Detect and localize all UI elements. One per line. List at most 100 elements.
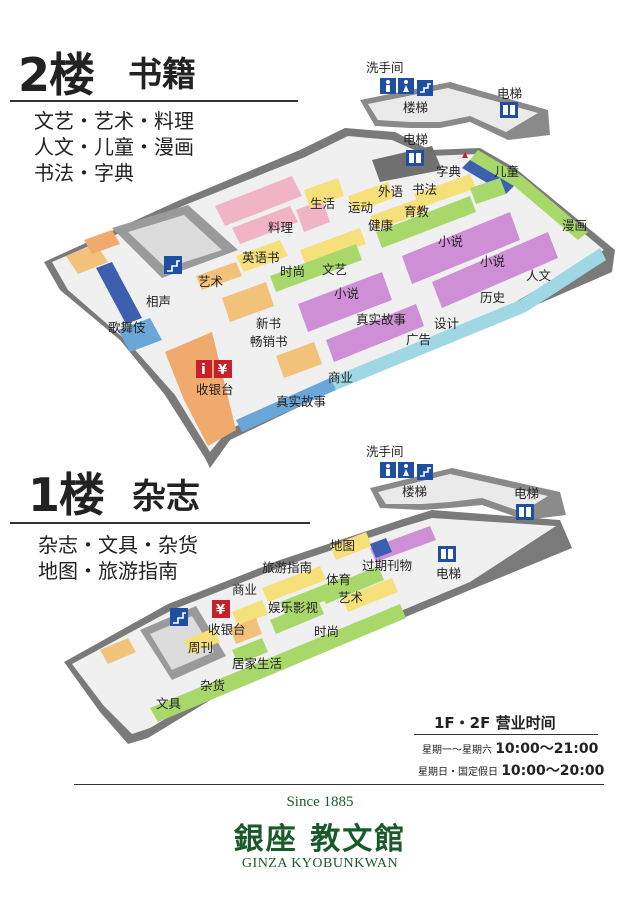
shelf-yellow-lit	[300, 228, 366, 266]
f2-label-literature: 文艺	[322, 262, 347, 277]
f1-label-back-issues: 过期刊物	[362, 558, 412, 573]
hours-rule	[414, 734, 598, 735]
f1-label-business: 商业	[232, 582, 257, 597]
floor1-genre-line-1: 杂志・文具・杂货	[38, 533, 198, 557]
shelf-purple-2	[402, 212, 520, 284]
f2-label-bestsellers: 畅销书	[250, 334, 288, 349]
shelf-yellow-english	[236, 240, 288, 272]
hours-block: 1F・2F 营业时间	[420, 712, 556, 733]
shelf-sand-3	[196, 262, 242, 290]
floor2-escalator-icon	[164, 256, 182, 274]
floor2-cashier-icon	[214, 360, 232, 378]
f1-shelf-yellow-3	[232, 600, 268, 626]
f1-label-sports: 体育	[326, 572, 351, 587]
f2-label-cashier-icon: ¥	[218, 363, 227, 378]
f1-shelf-yellow-4	[184, 628, 220, 654]
shelf-left-navy	[96, 262, 142, 324]
hours-title: 1F・2F 营业时间	[434, 714, 556, 732]
shelf-left-orange	[84, 230, 120, 254]
f2-label-fashion: 时尚	[280, 264, 305, 279]
floor1-cashier-icon	[212, 600, 230, 618]
floor1-genres: 杂志・文具・杂货 地图・旅游指南	[38, 532, 198, 584]
f2-label-humanities: 人文	[526, 268, 552, 283]
floor2-escalator-inner	[128, 215, 222, 268]
floor1-escalator-inner	[150, 616, 214, 670]
shelf-bottom-blue	[236, 378, 336, 432]
f2-label-design: 设计	[434, 316, 459, 331]
shelf-yellow-edu	[414, 174, 476, 208]
f2-label-nonfiction-2: 真实故事	[276, 394, 326, 409]
floor1-floor	[72, 518, 556, 734]
shelf-right-cyan	[520, 248, 606, 312]
floor2-stairs-sign-icon	[417, 80, 433, 96]
f1-label-cashier-icon: ¥	[216, 603, 225, 618]
brand-since: Since 1885	[286, 794, 354, 810]
floor2-core-floor	[368, 88, 538, 132]
f2-label-health: 健康	[368, 218, 394, 233]
floor2-restroom-icon	[380, 78, 414, 94]
floor2-number: 2楼	[18, 48, 95, 102]
shelf-yellow-health	[370, 198, 426, 230]
f2-label-novel-1: 小说	[438, 234, 463, 249]
f1-shelf-bottom-green	[150, 662, 268, 722]
f2-label-kabuki: 歌舞伎	[108, 320, 146, 335]
hours-weekday-row: 星期一～星期六 10:00～21:00	[422, 738, 598, 758]
floor2-genres: 文艺・艺术・料理 人文・儿童・漫画 书法・字典	[34, 108, 194, 186]
f1-shelf-green-4	[232, 638, 268, 664]
f2-label-stairs: 楼梯	[403, 100, 428, 115]
shelf-purple-1	[298, 272, 392, 332]
floor2-genre-line-2: 人文・儿童・漫画	[34, 135, 194, 159]
floor2-category: 书籍	[128, 55, 196, 95]
f1-label-weekly: 周刊	[188, 640, 213, 655]
shelf-green-1	[270, 244, 362, 292]
f1-shelf-left-sand	[100, 638, 136, 664]
floor1-elevator-right-icon	[516, 504, 534, 520]
hours-weekday-label: 星期一～星期六	[422, 745, 492, 756]
shelf-pink-3	[296, 200, 330, 232]
f1-shelf-green-2	[320, 566, 384, 604]
floor2-info-icon	[196, 360, 212, 378]
f2-label-elevator-mid: 电梯	[403, 132, 428, 147]
shelf-pink-1	[215, 176, 302, 226]
f2-label-history: 历史	[480, 290, 506, 305]
shelf-purple-3	[432, 232, 558, 308]
shelf-bottom-cyan	[330, 300, 526, 390]
floor1-restroom-icon	[380, 462, 414, 478]
f2-label-english-books: 英语书	[242, 250, 280, 265]
shelf-yellow-sport	[348, 182, 394, 212]
floor1-rule	[10, 522, 310, 524]
f1-shelf-yellow-2	[342, 578, 398, 612]
f1-label-map: 地图	[330, 538, 355, 553]
f1-shelf-green-3	[270, 600, 324, 634]
floor1-elevator-mid-icon	[438, 546, 456, 562]
f1-label-art: 艺术	[338, 590, 364, 605]
floor1-genre-line-2: 地图・旅游指南	[38, 559, 178, 583]
floor2-genre-line-1: 文艺・艺术・料理	[34, 109, 194, 133]
brand-name-en: GINZA KYOBUNKWAN	[241, 856, 399, 871]
f2-label-cashier: 收银台	[196, 382, 234, 397]
f1-label-cashier: 收银台	[208, 622, 246, 637]
floor2-elevator-right-icon	[500, 102, 518, 118]
hours-holiday-label: 星期日・国定假日	[418, 767, 498, 778]
hours-holiday-time: 10:00～20:00	[501, 763, 605, 779]
f1-label-fashion: 时尚	[314, 624, 339, 639]
floor2-current-marker	[462, 152, 468, 158]
f2-label-novel-2: 小说	[480, 254, 505, 269]
shelf-kabuki	[118, 318, 162, 352]
f1-label-restroom: 洗手间	[366, 444, 404, 459]
f2-label-photography: 相声	[146, 294, 171, 309]
f2-label-education: 育教	[404, 204, 430, 219]
f2-label-sports: 运动	[348, 200, 373, 215]
f2-label-advertising: 广告	[406, 332, 431, 347]
floor2-rule	[10, 100, 298, 102]
f1-shelf-yellow-1	[262, 566, 326, 602]
f1-label-stairs: 楼梯	[402, 484, 427, 499]
shelf-right-green	[470, 150, 588, 240]
f1-label-travel-guide: 旅游指南	[262, 560, 312, 575]
floor1-stairs-sign-icon	[417, 464, 433, 480]
f1-shelf-bottom-green-2	[260, 604, 406, 676]
floor1-escalator-icon	[170, 608, 188, 626]
f2-label-manga: 漫画	[562, 218, 587, 233]
